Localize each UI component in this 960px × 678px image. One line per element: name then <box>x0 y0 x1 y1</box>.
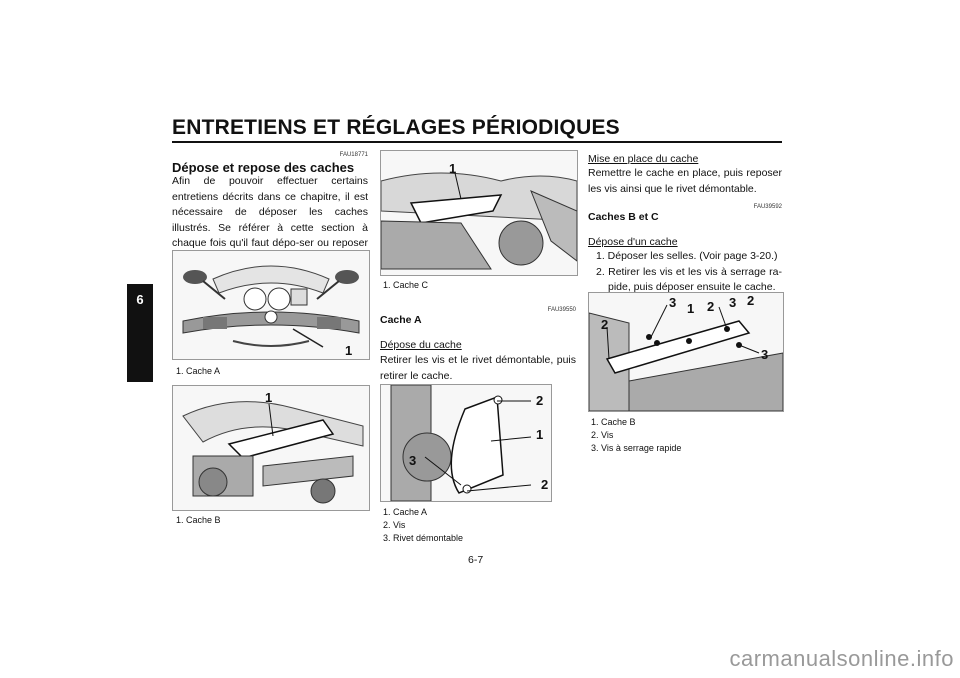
figure-cache-a: 2 1 3 2 <box>380 384 552 502</box>
caption-item: 1. Cache A <box>383 507 428 517</box>
callout-3: 3 <box>669 295 677 310</box>
steps-list: 1. Déposer les selles. (Voir page 3-20.)… <box>596 249 782 296</box>
watermark: carmanualsonline.info <box>729 646 954 671</box>
section-body: Retirer les vis et le rivet démontable, … <box>380 354 576 382</box>
section-title: Caches B et C <box>588 211 659 223</box>
cover-a-illustration <box>381 385 551 501</box>
chapter-tab: 6 <box>127 284 153 382</box>
callout-2: 2 <box>541 477 549 492</box>
figure-cache-b: 1 <box>172 385 370 511</box>
callout-3: 3 <box>761 347 769 362</box>
callout-3: 3 <box>729 295 737 310</box>
step-item: 2. Retirer les vis et les vis à serrage … <box>596 265 782 294</box>
caption-item: 1. Cache B <box>591 417 636 427</box>
handlebar-illustration <box>173 251 369 359</box>
reference-code: FAU39592 <box>753 204 782 210</box>
figure-caption-list: 1. Cache A 2. Vis 3. Rivet démontable <box>383 506 463 545</box>
subsection-title: Dépose d'un cache <box>588 236 678 248</box>
page-number: 6-7 <box>468 554 484 566</box>
subsection-title: Dépose du cache <box>380 339 462 351</box>
figure-caption: 1. Cache A <box>176 366 221 376</box>
subsection-title: Mise en place du cache <box>588 153 699 165</box>
caption-item: 2. Vis <box>591 430 614 440</box>
reference-code: FAU18771 <box>339 152 368 158</box>
figure-caption: 1. Cache B <box>176 515 221 525</box>
section-title: Cache A <box>380 314 422 326</box>
header-rule <box>172 141 782 143</box>
callout-2: 2 <box>747 293 755 308</box>
caption-item: 3. Rivet démontable <box>383 533 464 543</box>
figure-handlebar: 1 <box>172 250 370 360</box>
callout-1: 1 <box>449 161 457 176</box>
figure-cache-b-detail: 2 3 1 2 3 2 3 <box>588 292 784 412</box>
step-item: 1. Déposer les selles. (Voir page 3-20.) <box>596 250 778 262</box>
figure-cache-c: 1 <box>380 150 578 276</box>
figure-caption-list: 1. Cache B 2. Vis 3. Vis à serrage rapid… <box>591 416 681 455</box>
cover-c-illustration <box>381 151 577 275</box>
section-body: Afin de pouvoir effectuer certains entre… <box>172 175 368 265</box>
callout-2: 2 <box>601 317 609 332</box>
cover-b-illustration <box>173 386 369 510</box>
section-title: Dépose et repose des caches <box>172 160 355 175</box>
page-title: ENTRETIENS ET RÉGLAGES PÉRIODIQUES <box>172 116 620 139</box>
reference-code: FAU39550 <box>547 307 576 313</box>
callout-1: 1 <box>265 390 273 405</box>
section-body: Remettre le cache en place, puis reposer… <box>588 167 782 195</box>
callout-1: 1 <box>687 301 695 316</box>
callout-3: 3 <box>409 453 417 468</box>
callout-2: 2 <box>536 393 544 408</box>
chapter-number: 6 <box>136 292 144 307</box>
callout-1: 1 <box>345 343 353 358</box>
callout-1: 1 <box>536 427 544 442</box>
figure-caption: 1. Cache C <box>383 280 429 290</box>
caption-item: 2. Vis <box>383 520 406 530</box>
caption-item: 3. Vis à serrage rapide <box>591 443 682 453</box>
callout-2: 2 <box>707 299 715 314</box>
cover-b-detail-illustration <box>589 293 783 411</box>
